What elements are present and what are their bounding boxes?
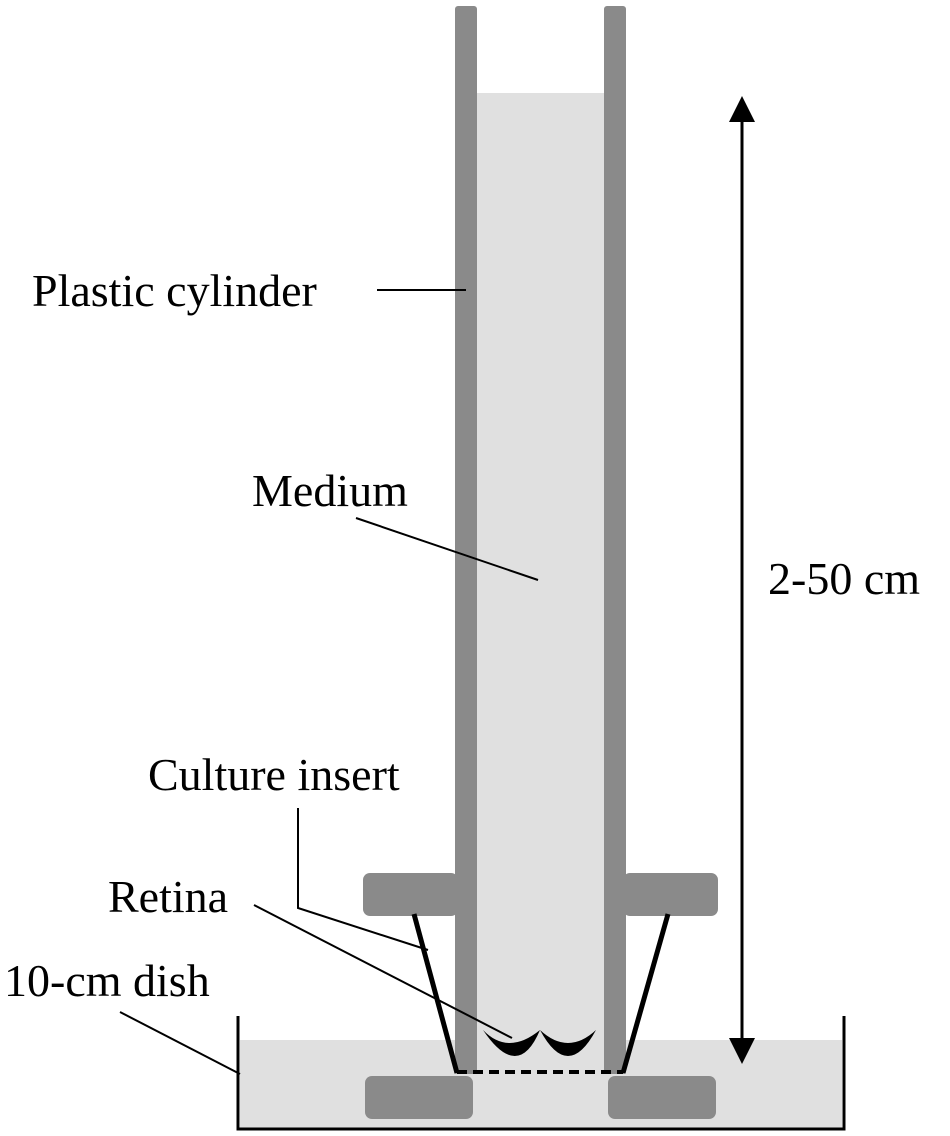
cylinder-wall-right	[604, 6, 626, 1074]
insert-flange-left	[363, 873, 458, 916]
cylinder-wall-left	[455, 6, 477, 1074]
label-medium: Medium	[252, 465, 408, 516]
label-dish: 10-cm dish	[4, 955, 210, 1006]
insert-flange-right	[623, 873, 718, 916]
leader-retina	[253, 904, 513, 1039]
height-arrow-head-top	[729, 96, 755, 122]
label-plastic-cylinder: Plastic cylinder	[32, 265, 317, 316]
retina-shape	[483, 1030, 596, 1056]
leader-culture-insert	[297, 808, 429, 951]
dish-support-left	[365, 1076, 473, 1119]
label-retina: Retina	[108, 871, 228, 922]
height-arrow-head-bottom	[729, 1038, 755, 1064]
dish-support-right	[608, 1076, 716, 1119]
label-height: 2-50 cm	[768, 553, 920, 604]
label-culture-insert: Culture insert	[148, 749, 400, 800]
cylinder-medium	[476, 93, 604, 1073]
leader-medium	[355, 517, 539, 581]
insert-side-right	[620, 913, 671, 1074]
leader-dish	[119, 1011, 241, 1075]
insert-side-left	[411, 913, 460, 1074]
